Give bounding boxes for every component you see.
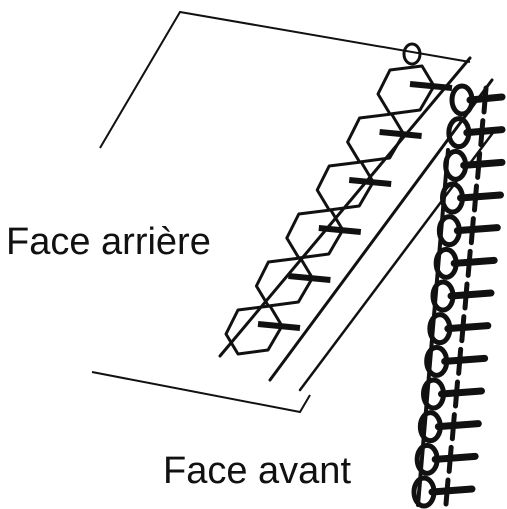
front-post xyxy=(449,412,457,442)
seam-line-inner xyxy=(268,78,494,382)
back-knot xyxy=(288,273,331,283)
back-loop xyxy=(346,112,406,164)
fabric-outline xyxy=(91,10,471,414)
front-face-label: Face avant xyxy=(163,450,351,492)
fabric-top-edge xyxy=(99,10,471,149)
back-face-loops xyxy=(224,42,453,356)
front-post xyxy=(472,183,479,213)
front-bar xyxy=(444,322,492,333)
back-knot xyxy=(379,129,422,139)
front-spine xyxy=(416,148,450,507)
front-bar xyxy=(447,289,495,300)
front-post xyxy=(468,216,476,246)
front-bar xyxy=(457,191,504,202)
back-knot xyxy=(348,177,392,187)
front-post xyxy=(459,314,467,344)
front-post xyxy=(478,118,486,148)
back-knot xyxy=(409,81,453,91)
back-loop xyxy=(376,64,436,116)
front-bar xyxy=(428,485,476,496)
back-knot xyxy=(257,321,301,331)
front-post xyxy=(453,379,460,409)
front-bar xyxy=(431,452,479,463)
front-bar xyxy=(438,387,485,398)
back-loop xyxy=(315,160,375,212)
front-face-loops xyxy=(411,83,506,509)
front-post xyxy=(475,150,483,180)
front-bar xyxy=(453,224,501,235)
front-post xyxy=(481,85,489,115)
front-bar xyxy=(441,354,489,365)
front-post xyxy=(446,444,454,474)
front-post xyxy=(456,346,464,376)
front-bar xyxy=(434,420,482,431)
back-face-label: Face arrière xyxy=(6,221,211,263)
back-knot xyxy=(318,225,362,235)
back-loop xyxy=(285,208,345,260)
top-ring xyxy=(402,42,422,66)
fabric-bottom-edge xyxy=(91,371,311,414)
front-bar xyxy=(450,256,498,267)
front-bar xyxy=(460,158,506,169)
back-loop xyxy=(254,256,314,308)
front-post xyxy=(465,248,473,278)
front-post xyxy=(462,281,470,311)
front-post xyxy=(443,477,451,507)
